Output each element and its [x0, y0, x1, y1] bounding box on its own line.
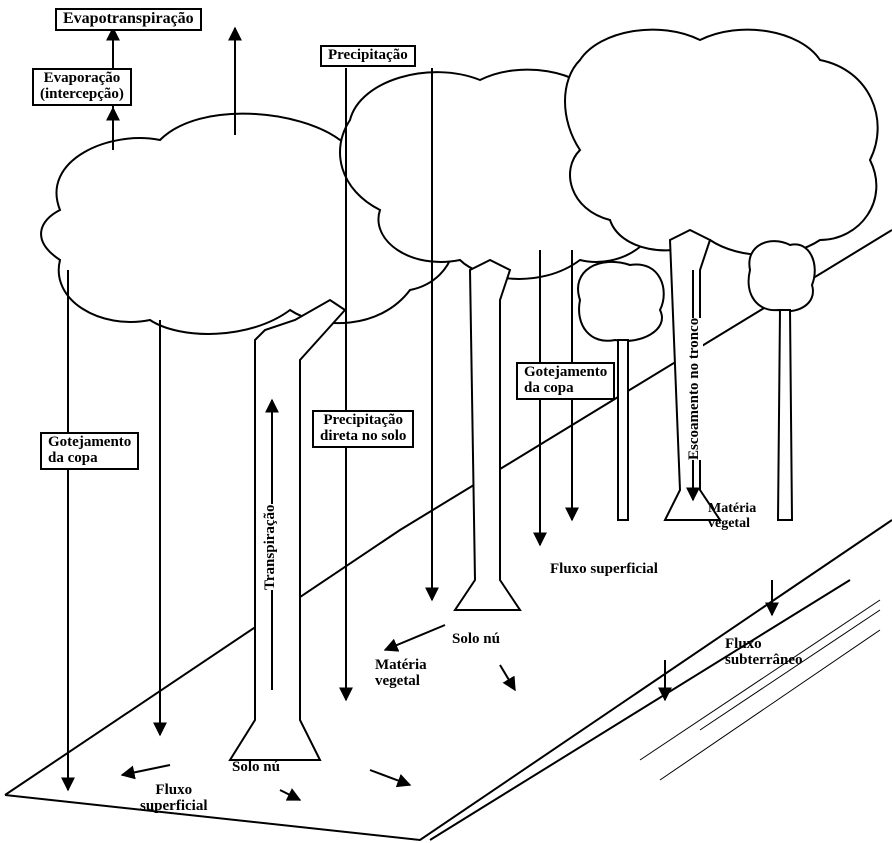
- small-tree-canopy-a: [577, 260, 665, 342]
- left-tree-trunk: [228, 298, 347, 761]
- fluxo-sup-right-label: Fluxo superficial: [550, 561, 658, 577]
- materia-mid-line2: vegetal: [375, 672, 420, 689]
- precipitacao-label: Precipitação: [320, 45, 416, 67]
- gotejamento-right-label: Gotejamento da copa: [516, 362, 616, 400]
- gotejamento-left-label: Gotejamento da copa: [40, 432, 140, 470]
- materia-right-line1: Matéria: [708, 501, 757, 516]
- gotejamento-right-line1: Gotejamento: [524, 364, 608, 380]
- surface-flow-arrow-5: [499, 664, 516, 692]
- fluxo-subterraneo-line2: subterrâneo: [725, 651, 803, 668]
- surface-flow-arrow-3: [369, 769, 412, 788]
- evaporacao-line1: Evaporação: [43, 70, 121, 86]
- tree-canopies: [40, 28, 879, 342]
- evapotranspiracao-label: Evapotranspiração: [55, 8, 202, 31]
- precip-direta-line1: Precipitação: [323, 412, 404, 428]
- fluxo-sup-left-line2: superficial: [140, 797, 208, 814]
- small-tree-trunk-a: [617, 339, 629, 521]
- surface-flow-arrow-1: [383, 624, 446, 652]
- escoamento-label: Escoamento no tronco: [686, 317, 703, 460]
- ground-outline: [4, 229, 892, 842]
- precip-direta-label: Precipitação direta no solo: [312, 410, 415, 448]
- small-tree-trunk-b: [776, 309, 794, 521]
- solo-nu-bottom-label: Solo nú: [232, 759, 280, 775]
- small-tree-canopy-b: [747, 240, 816, 313]
- surface-flow-arrow-4: [279, 788, 302, 801]
- materia-mid-line1: Matéria: [375, 657, 427, 673]
- materia-right-line2: vegetal: [708, 515, 750, 531]
- middle-tree-trunk: [453, 258, 522, 611]
- fluxo-subterraneo-label: Fluxo subterrâneo: [725, 636, 803, 669]
- tree-trunks: [228, 228, 794, 761]
- precip-direta-line2: direta no solo: [320, 427, 407, 444]
- fluxo-subterraneo-line1: Fluxo: [725, 636, 762, 652]
- materia-mid-label: Matéria vegetal: [375, 657, 427, 690]
- fluxo-sup-left-label: Fluxo superficial: [140, 782, 208, 815]
- flow-arrows: [61, 26, 779, 801]
- evaporacao-label: Evaporação (intercepção): [32, 68, 132, 106]
- materia-right-label: Matéria vegetal: [708, 501, 757, 531]
- surface-flow-arrow-2: [120, 764, 171, 780]
- gotejamento-left-line1: Gotejamento: [48, 434, 132, 450]
- gotejamento-right-line2: da copa: [524, 379, 574, 396]
- evaporacao-line2: (intercepção): [40, 85, 124, 102]
- slope-hatching: [639, 599, 881, 781]
- transpiracao-label: Transpiração: [262, 504, 279, 590]
- gotejamento-left-line2: da copa: [48, 449, 98, 466]
- right-tree-canopy: [564, 28, 879, 256]
- fluxo-sup-left-line1: Fluxo: [155, 782, 193, 798]
- solo-nu-mid-label: Solo nú: [452, 631, 500, 647]
